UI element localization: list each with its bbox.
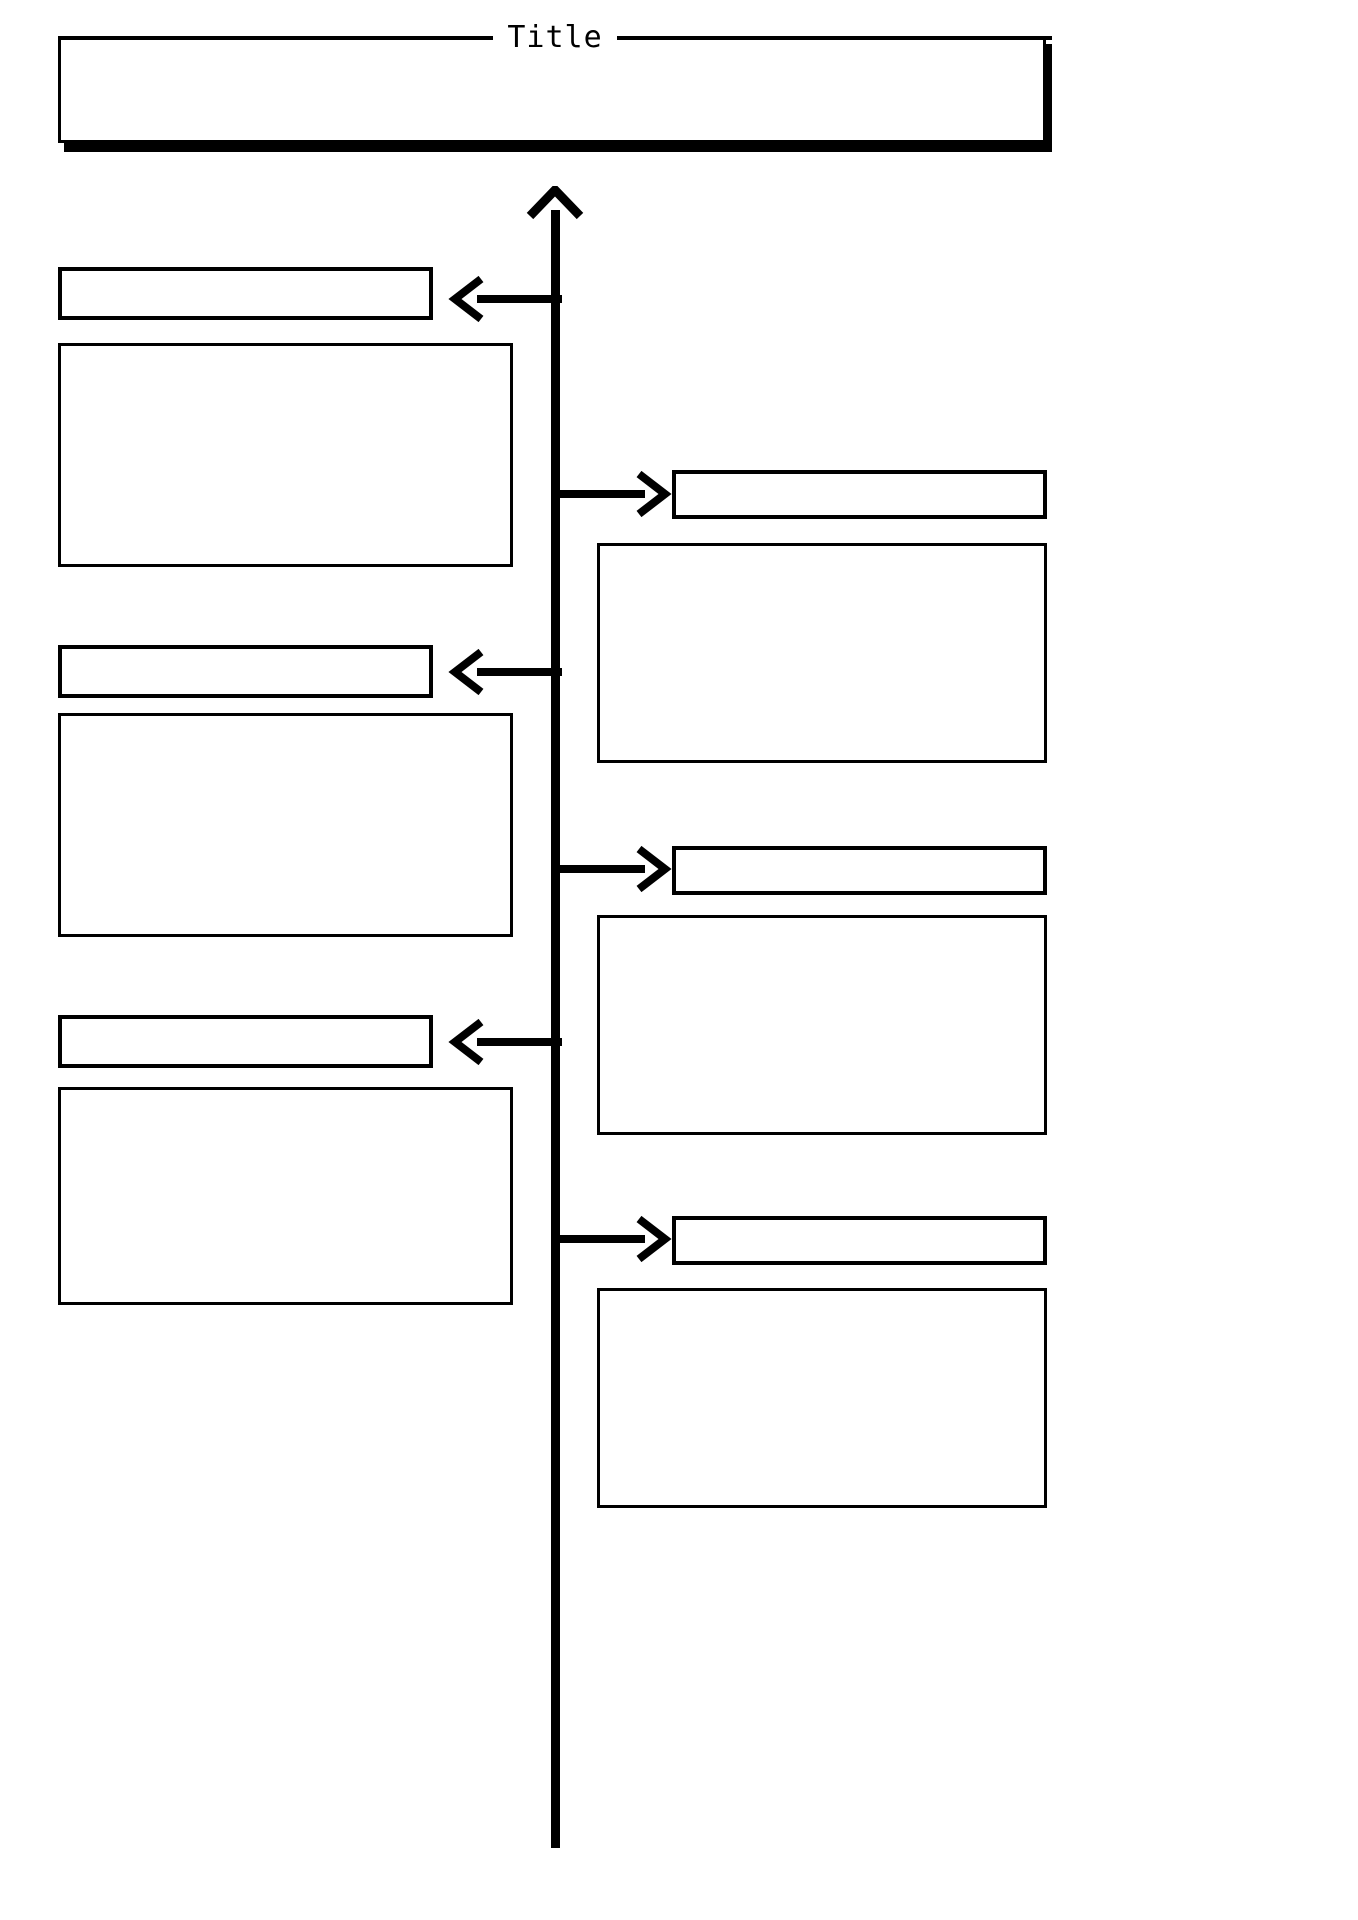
connector-arrow-left-1 (447, 275, 562, 323)
entry-6-content-text (600, 1291, 1044, 1303)
entry-4-label-text (676, 850, 1043, 862)
entry-1-label-box[interactable] (58, 267, 433, 320)
entry-5-content-text (61, 1090, 510, 1102)
entry-3-label-box[interactable] (58, 645, 433, 698)
entry-1-content-text (61, 346, 510, 358)
entry-4-content-box[interactable] (597, 915, 1047, 1135)
entry-6-content-box[interactable] (597, 1288, 1047, 1508)
connector-arrow-left-3 (447, 648, 562, 696)
entry-6-label-text (676, 1220, 1043, 1232)
entry-2-content-box[interactable] (597, 543, 1047, 763)
entry-2-content-text (600, 546, 1044, 558)
entry-1-content-box[interactable] (58, 343, 513, 567)
connector-arrow-left-5 (447, 1018, 562, 1066)
connector-arrow-right-2 (553, 470, 673, 518)
entry-5-label-box[interactable] (58, 1015, 433, 1068)
title-box[interactable] (58, 36, 1046, 143)
entry-3-content-text (61, 716, 510, 728)
entry-4-content-text (600, 918, 1044, 930)
connector-arrow-right-6 (553, 1215, 673, 1263)
title-box-text (61, 39, 1043, 51)
entry-4-label-box[interactable] (672, 846, 1047, 895)
timeline-axis-line (551, 210, 560, 1848)
entry-2-label-text (676, 474, 1043, 486)
entry-3-content-box[interactable] (58, 713, 513, 937)
connector-arrow-right-4 (553, 845, 673, 893)
entry-5-content-box[interactable] (58, 1087, 513, 1305)
entry-5-label-text (62, 1019, 429, 1031)
entry-3-label-text (62, 649, 429, 661)
entry-6-label-box[interactable] (672, 1216, 1047, 1265)
entry-1-label-text (62, 271, 429, 283)
entry-2-label-box[interactable] (672, 470, 1047, 519)
timeline-axis-arrow-up-icon (526, 183, 584, 238)
